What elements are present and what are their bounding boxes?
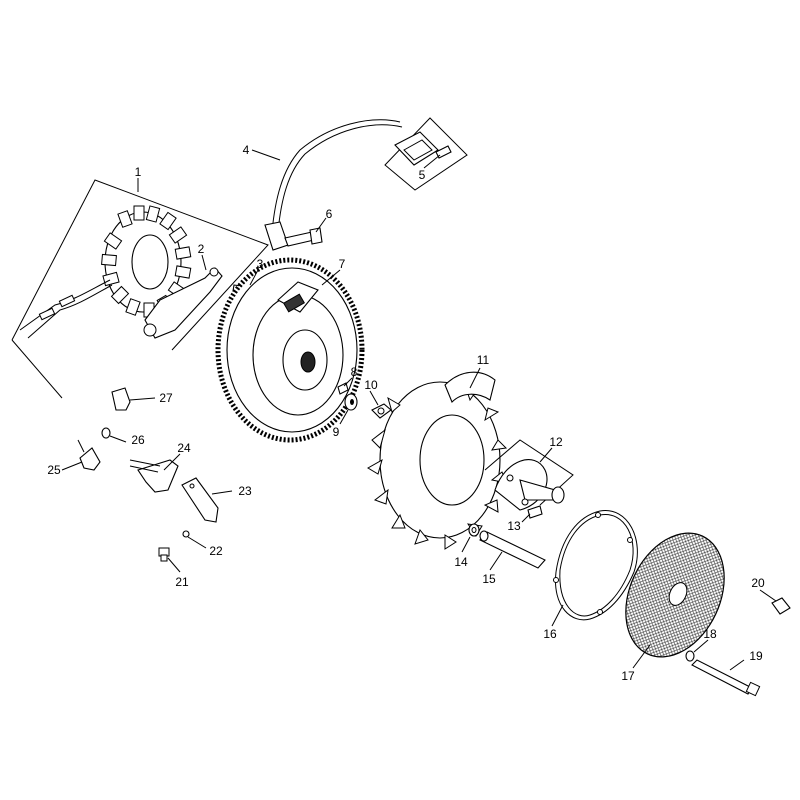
callout-19: 19	[749, 649, 763, 663]
callout-6: 6	[326, 207, 333, 221]
cooling-fan-11	[367, 371, 508, 550]
callout-8: 8	[351, 365, 358, 379]
ignition-module-frame	[384, 117, 468, 191]
nut-10	[371, 403, 392, 419]
spark-plug-terminal-6	[284, 227, 323, 247]
screw-20	[771, 597, 791, 615]
callout-9: 9	[333, 425, 340, 439]
clip-27	[111, 387, 131, 411]
switch-plate-24	[129, 459, 179, 493]
callout-15: 15	[482, 572, 496, 586]
callout-23: 23	[238, 484, 252, 498]
callout-22: 22	[209, 544, 223, 558]
stator-group-frame	[11, 179, 269, 399]
callout-11: 11	[477, 353, 490, 367]
callout-10: 10	[364, 378, 378, 392]
callout-27: 27	[159, 391, 173, 405]
callout-20: 20	[751, 576, 765, 590]
callout-24: 24	[177, 441, 191, 455]
stator-lead-wires	[19, 279, 113, 339]
screw-21	[158, 547, 170, 562]
leader-lines	[61, 149, 777, 671]
ground-strap	[143, 267, 223, 339]
callout-2: 2	[198, 242, 205, 256]
callout-25: 25	[47, 463, 61, 477]
washer-22	[182, 530, 190, 538]
callout-16: 16	[543, 627, 557, 641]
washer-26	[101, 427, 111, 439]
bolt-19	[691, 659, 761, 697]
ignition-lead	[264, 119, 439, 251]
callout-12: 12	[549, 435, 563, 449]
key-8	[337, 382, 349, 395]
callout-3: 3	[257, 257, 264, 271]
bracket-23	[181, 477, 219, 523]
washer-14	[468, 523, 480, 537]
screw-13	[527, 505, 543, 519]
retaining-ring-16	[553, 510, 638, 621]
washer-9	[344, 393, 358, 411]
shaft-15	[479, 530, 546, 569]
callout-14: 14	[454, 555, 468, 569]
callout-4: 4	[243, 143, 250, 157]
bracket-25	[77, 439, 101, 471]
callout-26: 26	[131, 433, 145, 447]
callout-18: 18	[703, 627, 717, 641]
mesh-screen-17	[625, 532, 725, 658]
callout-1: 1	[135, 165, 142, 179]
flywheel-7	[215, 257, 365, 443]
callout-13: 13	[507, 519, 521, 533]
callout-17: 17	[621, 669, 635, 683]
callout-21: 21	[175, 575, 189, 589]
callout-labels: 1 2 3 4 5 6 7 8 9 10 11 12 13 14 15 16 1…	[47, 143, 765, 683]
callout-5: 5	[419, 168, 426, 182]
washer-18	[685, 650, 695, 662]
drive-cup-12	[494, 459, 565, 511]
stator-coil	[101, 205, 192, 318]
callout-7: 7	[339, 257, 346, 271]
